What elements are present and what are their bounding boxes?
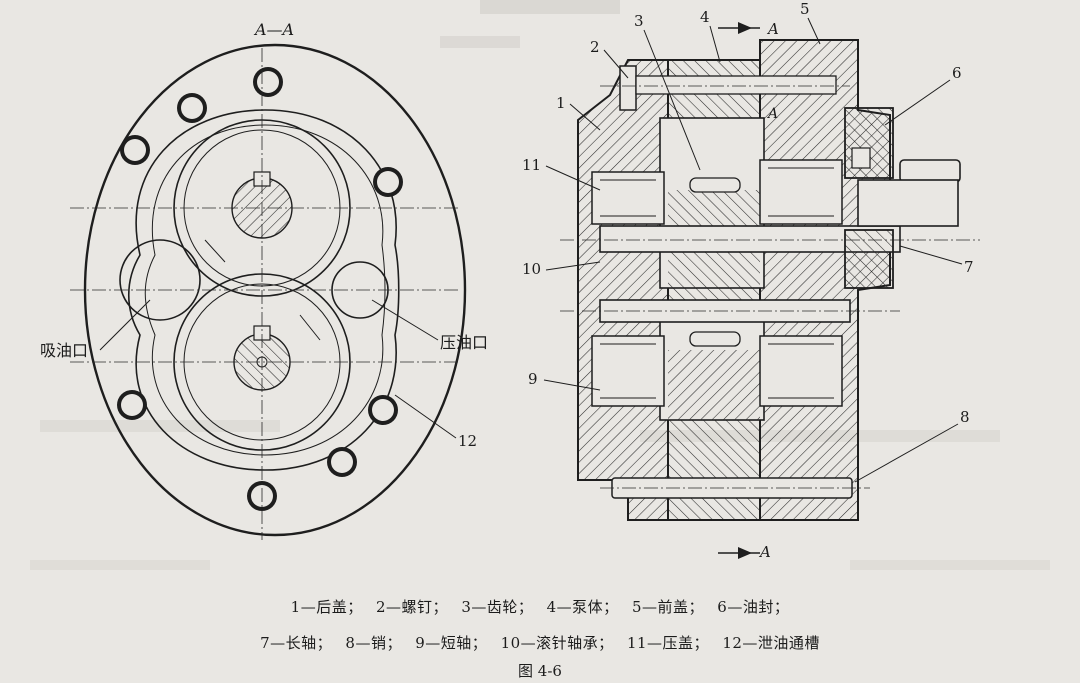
section-marker-top: A [766, 20, 779, 38]
callouts: 1 2 3 4 5 6 7 8 9 10 11 [522, 0, 974, 483]
legend-row-1: 1—后盖； 2—螺钉； 3—齿轮； 4—泵体； 5—前盖； 6—油封； [0, 596, 1080, 617]
callout-8: 8 [960, 408, 970, 426]
needle-bearing-upper [591, 171, 665, 225]
pump-body-outline [83, 43, 467, 537]
callout-1: 1 [556, 94, 566, 112]
legend-item-3: 3—齿轮； [461, 598, 534, 616]
bleed-through-text [30, 0, 1050, 570]
callout-11: 11 [522, 156, 541, 174]
section-label: A—A [253, 20, 294, 39]
legend-item-4: 4—泵体； [546, 598, 619, 616]
legend-item-12: 12—泄油通槽 [722, 634, 820, 652]
gear-chamber-inner [144, 124, 386, 456]
needle-bearing-lower [591, 335, 665, 407]
shaft-key-end [899, 159, 961, 183]
legend-item-2: 2—螺钉； [375, 598, 449, 616]
suction-port-label: 吸油口 [40, 341, 88, 360]
legend-item-9: 9—短轴； [415, 634, 488, 652]
longitudinal-section: A A A [522, 0, 980, 561]
legend-item-7: 7—长轴； [260, 634, 333, 652]
suction-port [119, 239, 201, 321]
gear-chamber-outline [127, 109, 400, 471]
callout-5: 5 [800, 0, 810, 18]
legend-item-5: 5—前盖； [631, 598, 705, 616]
bolt-holes [117, 67, 403, 511]
discharge-port-label: 压油口 [440, 333, 488, 352]
legend-item-10: 10—滚针轴承； [500, 634, 614, 652]
callout-9: 9 [528, 370, 538, 388]
legend-item-8: 8—销； [345, 634, 402, 652]
section-view-aa: A—A [40, 20, 488, 540]
legend-item-1: 1—后盖； [290, 598, 363, 616]
rear-cover [577, 59, 669, 521]
callout-10: 10 [522, 260, 541, 278]
legend-item-6: 6—油封； [717, 598, 790, 616]
figure-caption: 图 4-6 [518, 662, 562, 680]
gear-pump-drawing: A—A [30, 0, 1050, 570]
callout-12: 12 [458, 432, 477, 450]
callout-4: 4 [700, 8, 710, 26]
legend-item-11: 11—压盖； [626, 634, 710, 652]
callout-3: 3 [634, 12, 644, 30]
legend-row-2: 7—长轴； 8—销； 9—短轴； 10—滚针轴承； 11—压盖； 12—泄油通槽 [0, 632, 1080, 653]
section-marker-bottom: A [758, 543, 771, 561]
callout-7: 7 [964, 258, 974, 276]
relief-groove [204, 239, 321, 341]
callout-2: 2 [590, 38, 600, 56]
callout-6: 6 [952, 64, 962, 82]
screw [619, 65, 637, 111]
